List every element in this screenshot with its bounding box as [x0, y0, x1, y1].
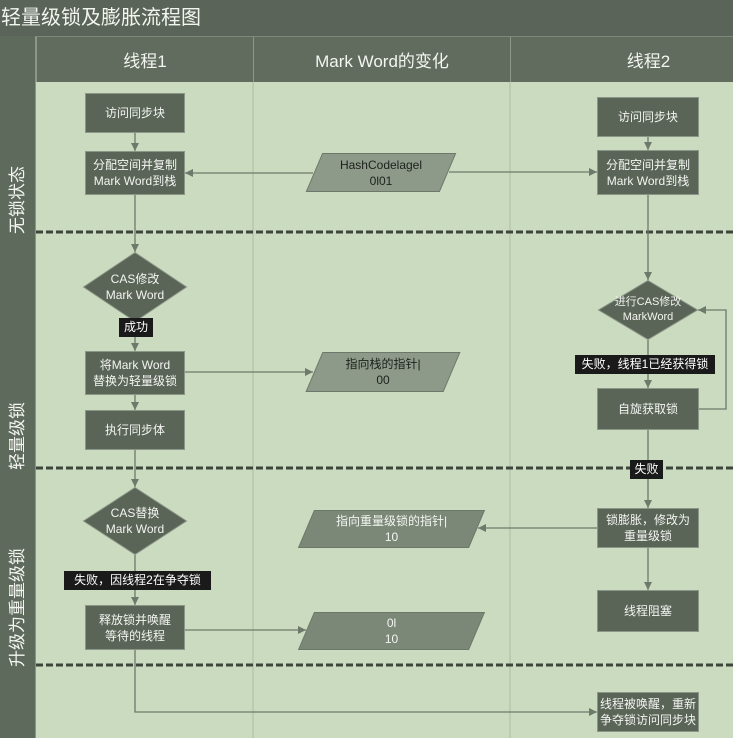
parallelogram-text: HashCodelagel 0l01 [314, 153, 448, 192]
lane-header-row: 线程1 Mark Word的变化 线程2 [36, 36, 733, 82]
diamond-polygon [82, 486, 188, 556]
diamond-text-line-2: Mark Word [105, 288, 165, 302]
t2-spin-acquire: 自旋获取锁 [597, 388, 699, 430]
node-text-line-2: Mark Word到栈 [93, 174, 177, 188]
t1-replace-with-lightweight-lock: 将Mark Word 替换为轻量级锁 [85, 351, 185, 395]
node-text-line-2: 等待的线程 [104, 628, 165, 643]
title-bar: 轻量级锁及膨胀流程图 [0, 0, 733, 36]
diamond-text-line-2: MarkWord [622, 311, 674, 323]
diamond-text: CAS替换 Mark Word [83, 487, 187, 555]
node-text: 访问同步块 [617, 110, 678, 124]
diamond-text-line-1: CAS替换 [110, 506, 160, 520]
diamond-shape [597, 279, 699, 341]
t1-execute-sync-body: 执行同步体 [85, 410, 185, 450]
node-text-line-1: 锁膨胀，修改为 [605, 513, 690, 527]
node-text: 访问同步块 [104, 106, 165, 120]
connector-t2-spin-retry-loop [698, 306, 727, 410]
mw-text-line-2: 10 [384, 632, 399, 646]
t2-access-sync-block: 访问同步块 [597, 97, 699, 137]
parallelogram-text: 0l 10 [306, 612, 477, 650]
diamond-text: 进行CAS修改 MarkWord [598, 280, 698, 340]
t1-cas-success-label: 成功 [119, 318, 153, 337]
node-text-line-1: 分配空间并复制 [92, 158, 177, 172]
lane-header-thread2: 线程2 [510, 37, 733, 82]
mw-lightweight-state: 指向栈的指针| 00 [305, 352, 461, 392]
diamond-text-line-1: CAS修改 [110, 272, 160, 286]
parallelogram-text: 指向栈的指针| 00 [314, 352, 452, 392]
node-text-line-1: 释放锁并唤醒 [98, 612, 171, 627]
lane-header-mark-word: Mark Word的变化 [253, 37, 510, 82]
t1-cas-fail-label: 失败，因线程2在争夺锁 [64, 571, 211, 590]
t1-copy-mark-word: 分配空间并复制 Mark Word到栈 [85, 151, 185, 195]
t1-cas-modify-decision: CAS修改 Mark Word [82, 251, 188, 323]
mw-unlocked-state: HashCodelagel 0l01 [305, 153, 457, 192]
t1-release-and-wake: 释放锁并唤醒 等待的线程 [85, 605, 185, 650]
mw-heavyweight-state: 指向重量级锁的指针| 10 [297, 510, 486, 548]
mw-released-state: 0l 10 [297, 612, 486, 650]
t1-access-sync-block: 访问同步块 [85, 93, 185, 133]
diamond-shape [82, 486, 188, 556]
mw-text-line-2: 0l01 [369, 173, 393, 188]
mw-text-line-1: 0l [386, 616, 397, 630]
t2-thread-blocked: 线程阻塞 [597, 590, 699, 632]
connector-t1-release-to-t2-woken [134, 650, 597, 716]
node-text: 执行同步体 [104, 423, 165, 437]
t2-spin-fail-label: 失败 [630, 460, 663, 479]
node-text: 自旋获取锁 [617, 402, 678, 416]
node-text-line-2: Mark Word到栈 [606, 173, 690, 188]
t2-copy-mark-word: 分配空间并复制 Mark Word到栈 [597, 150, 699, 195]
parallelogram-text: 指向重量级锁的指针| 10 [306, 510, 477, 548]
t2-woken-retry: 线程被唤醒，重新 争夺锁访问同步块 [597, 692, 699, 732]
node-text-line-1: 线程被唤醒，重新 [599, 697, 696, 711]
mw-text-line-2: 00 [376, 373, 390, 387]
mw-text-line-2: 10 [384, 530, 399, 544]
diamond-text-line-1: 进行CAS修改 [614, 296, 682, 308]
t2-lock-inflate: 锁膨胀，修改为 重量级锁 [597, 508, 699, 548]
node-text-line-1: 将Mark Word [99, 358, 171, 372]
node-text-line-2: 争夺锁访问同步块 [599, 713, 696, 727]
node-text-line-2: 重量级锁 [623, 529, 672, 543]
diagram-title: 轻量级锁及膨胀流程图 [1, 7, 201, 29]
diamond-polygon [597, 279, 699, 341]
lane-header-thread1: 线程1 [36, 37, 253, 82]
t2-cas-modify-decision: 进行CAS修改 MarkWord [597, 279, 699, 341]
mw-text-line-1: 指向重量级锁的指针| [335, 514, 448, 528]
mw-text-line-1: 指向栈的指针| [345, 357, 421, 371]
diamond-text-line-2: Mark Word [105, 522, 165, 536]
t2-cas-fail-label: 失败，线程1已经获得锁 [575, 355, 715, 374]
node-text: 线程阻塞 [623, 604, 672, 618]
t1-cas-replace-decision: CAS替换 Mark Word [82, 486, 188, 556]
node-text-line-2: 替换为轻量级锁 [92, 374, 177, 388]
mw-text-line-1: HashCodelagel [339, 157, 423, 172]
diamond-text: CAS修改 Mark Word [83, 252, 187, 322]
phase-stripe [0, 36, 36, 738]
node-text-line-1: 分配空间并复制 [605, 157, 690, 172]
